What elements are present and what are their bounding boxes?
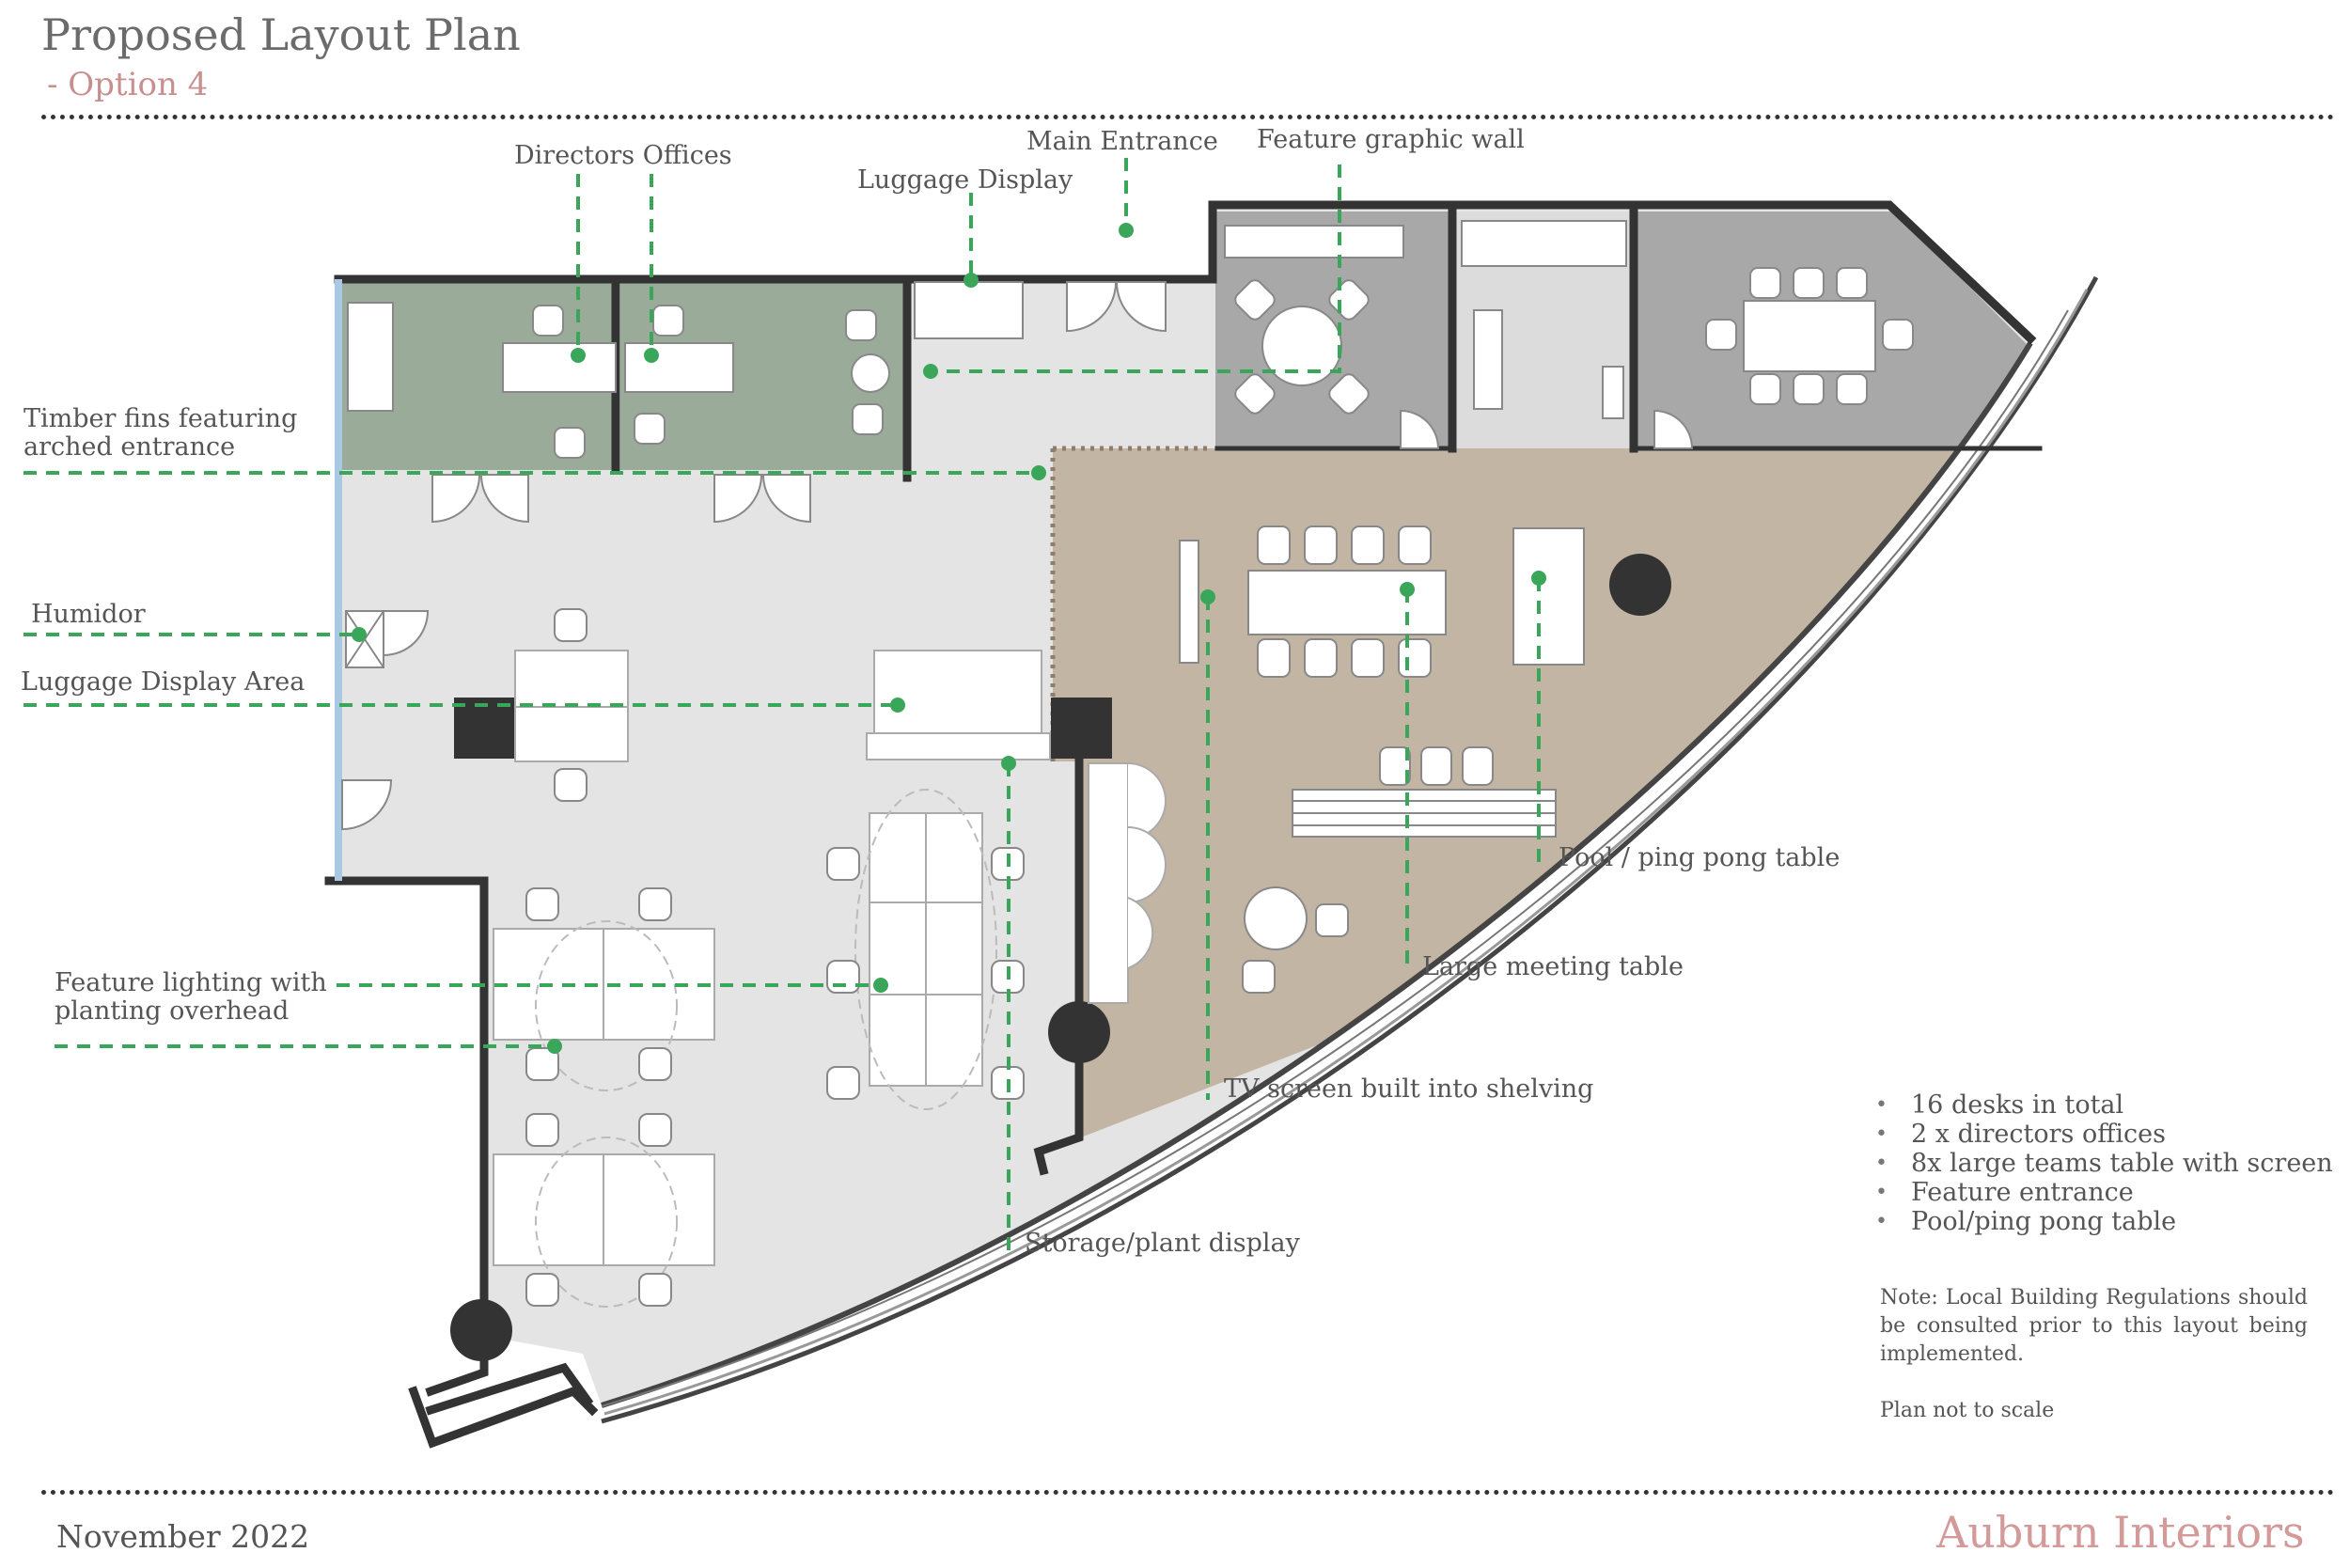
column [1048,1001,1110,1063]
page-subtitle: - Option 4 [47,66,209,103]
column [1609,554,1671,616]
column [450,1299,512,1361]
label-storage-plant: Storage/plant display [1025,1229,1300,1258]
bottom-dotted-divider [41,1490,2335,1495]
label-luggage-display-area: Luggage Display Area [21,667,306,697]
label-pool-table: Pool / ping pong table [1559,843,1841,872]
summary-item: Feature entrance [1875,1178,2333,1207]
regulations-note: Note: Local Building Regulations should … [1880,1286,2308,1366]
summary-list: 16 desks in total 2 x directors offices … [1875,1090,2333,1236]
meeting-room-furniture [1224,220,1627,419]
brand-name: Auburn Interiors [1936,1507,2305,1558]
pillar [454,698,515,759]
label-luggage-display: Luggage Display [857,165,1073,195]
feature-lighting [535,789,997,1308]
door-swings [341,281,1694,831]
label-large-meeting-table: Large meeting table [1422,952,1684,981]
label-timber-fins-1: Timber fins featuring [24,404,298,433]
label-feature-graphic-wall: Feature graphic wall [1257,125,1525,154]
chairs [525,608,1025,1307]
top-dotted-divider [41,115,2335,119]
boardroom-furniture [1705,267,1914,405]
pillar [1051,698,1112,759]
label-tv-screen: TV screen built into shelving [1224,1074,1594,1104]
scale-note: Plan not to scale [1880,1399,2055,1422]
office-furniture [347,281,1024,459]
desks [493,650,1051,1266]
page-title: Proposed Layout Plan [41,9,521,60]
walls [324,200,2043,1449]
glazing-left [335,279,342,881]
timber-fins [1050,446,1213,761]
lounge-furniture [1179,525,1585,994]
label-timber-fins-2: arched entrance [24,432,236,462]
label-main-entrance: Main Entrance [1026,127,1218,156]
label-feature-lighting-1: Feature lighting with [55,968,327,997]
footer-date: November 2022 [56,1518,310,1555]
summary-item: 2 x directors offices [1875,1120,2333,1149]
annotation-dots [352,223,1546,1054]
label-feature-lighting-2: planting overhead [55,996,290,1026]
label-directors-offices: Directors Offices [514,141,732,170]
summary-item: Pool/ping pong table [1875,1207,2333,1236]
summary-item: 16 desks in total [1875,1090,2333,1120]
annotation-leaders [24,158,1541,1250]
curved-facade [601,341,2033,1408]
storage-shelving [1088,762,1167,1004]
label-humidor: Humidor [31,600,146,629]
summary-item: 8x large teams table with screen [1875,1149,2333,1178]
